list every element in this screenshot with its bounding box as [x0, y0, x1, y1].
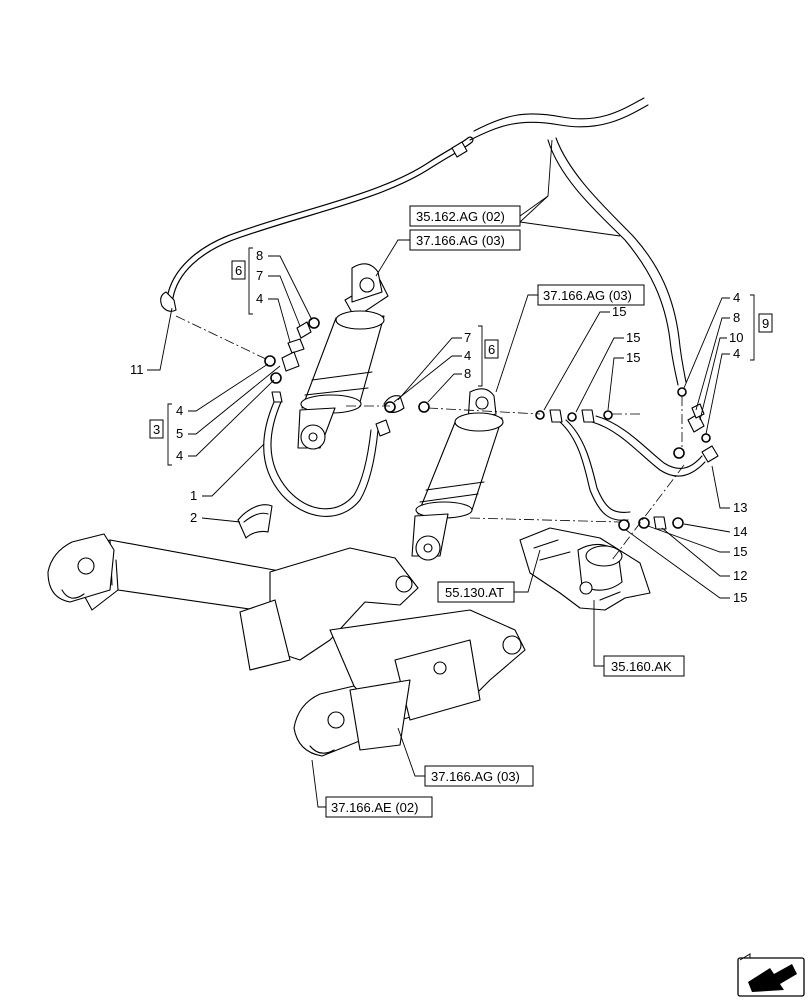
callout-4-group3-top: 4 — [176, 403, 183, 418]
callout-11: 11 — [130, 362, 144, 377]
callout-8-left: 8 — [256, 248, 263, 263]
group-label-6-left: 6 — [235, 263, 242, 278]
callout-15-e: 15 — [733, 590, 747, 605]
ref-label-37-166-ag-03-top: 37.166.AG (03) — [416, 233, 505, 248]
ref-box-37-166-ag-03-right[interactable]: 37.166.AG (03) — [495, 284, 645, 393]
group-label-9: 9 — [762, 316, 769, 331]
right-lift-cylinder — [411, 388, 504, 561]
ref-box-35-160-ak[interactable]: 35.160.AK — [593, 600, 685, 677]
fitting-group-6-mid — [383, 395, 430, 414]
callout-13: 13 — [733, 500, 747, 515]
group-label-3: 3 — [153, 422, 160, 437]
next-page-arrow-icon[interactable] — [737, 953, 805, 997]
callout-8-mid: 8 — [464, 366, 471, 381]
ref-box-37-166-ae-02[interactable]: 37.166.AE (02) — [311, 759, 433, 818]
group-bracket-6-left: 6 — [231, 247, 253, 315]
callout-4-right-bottom: 4 — [733, 346, 740, 361]
callout-15-c: 15 — [626, 350, 640, 365]
ref-box-37-166-ag-03-top[interactable]: 37.166.AG (03) — [375, 229, 521, 277]
fitting-group-6-left — [281, 317, 320, 372]
left-lift-cylinder — [297, 263, 389, 450]
group-bracket-3: 3 — [149, 403, 172, 466]
callout-12: 12 — [733, 568, 747, 583]
ref-label-55-130-at: 55.130.AT — [445, 585, 504, 600]
group-label-6-mid: 6 — [488, 342, 495, 357]
ref-box-35-162-ag-02[interactable]: 35.162.AG (02) — [409, 139, 621, 237]
ref-label-35-160-ak: 35.160.AK — [611, 659, 672, 674]
callout-labels: 11 8 7 4 4 5 4 1 2 7 4 8 15 15 15 4 8 10 — [130, 248, 747, 605]
callout-15-b: 15 — [626, 330, 640, 345]
ref-label-37-166-ag-03-bottom: 37.166.AG (03) — [431, 769, 520, 784]
callout-4-right-top: 4 — [733, 290, 740, 305]
group-bracket-9: 9 — [750, 294, 773, 361]
right-pipe-assembly — [535, 387, 719, 521]
short-hose-part-1 — [263, 401, 391, 517]
callout-14: 14 — [733, 524, 747, 539]
callout-1: 1 — [190, 488, 197, 503]
callout-2: 2 — [190, 510, 197, 525]
ref-label-37-166-ae-02: 37.166.AE (02) — [331, 800, 418, 815]
callout-8-right: 8 — [733, 310, 740, 325]
assembly-dashed-lines — [175, 315, 685, 561]
control-valve — [519, 527, 651, 611]
fitting-group-3 — [264, 355, 283, 403]
callout-7-mid: 7 — [464, 330, 471, 345]
callout-4-mid: 4 — [464, 348, 471, 363]
ref-label-35-162-ag-02: 35.162.AG (02) — [416, 209, 505, 224]
group-bracket-6-mid: 6 — [478, 325, 499, 387]
callout-10: 10 — [729, 330, 743, 345]
callout-5: 5 — [176, 426, 183, 441]
callout-15-d: 15 — [733, 544, 747, 559]
ref-box-55-130-at[interactable]: 55.130.AT — [437, 549, 541, 603]
callout-15-a: 15 — [612, 304, 626, 319]
valve-fittings — [618, 516, 684, 531]
callout-4-left-top: 4 — [256, 291, 263, 306]
callout-7-left: 7 — [256, 268, 263, 283]
protective-sleeve-part-2 — [237, 504, 273, 539]
ref-label-37-166-ag-03-right: 37.166.AG (03) — [543, 288, 632, 303]
main-hydraulic-hose — [160, 97, 687, 386]
callout-4-group3-bottom: 4 — [176, 448, 183, 463]
ref-box-37-166-ag-03-bottom[interactable]: 37.166.AG (03) — [397, 727, 534, 787]
three-point-hitch-frame — [47, 533, 526, 757]
